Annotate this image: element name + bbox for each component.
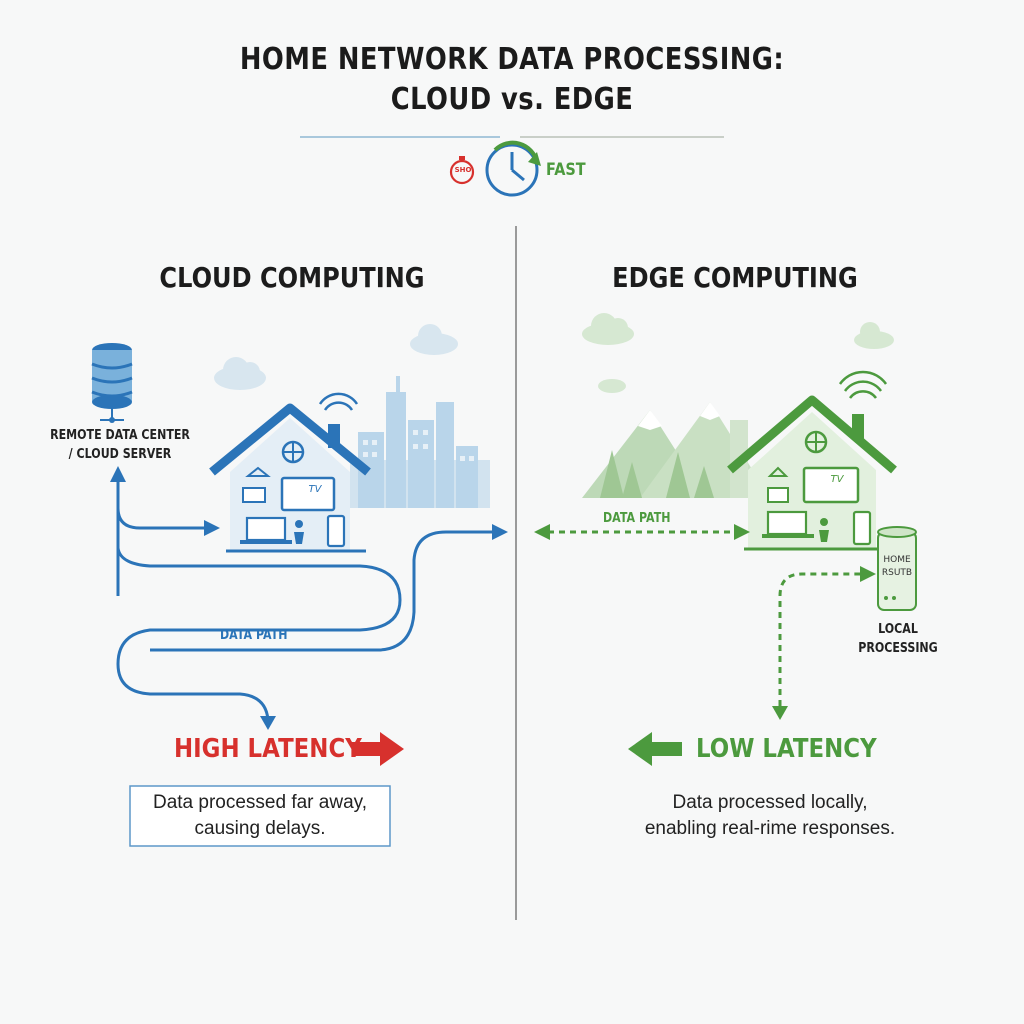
edge-description-line-2: enabling real-rime responses. [644,818,896,839]
cloud-path-label: DATA PATH [220,628,288,643]
edge-data-path [548,530,862,706]
arrow-right-icon [860,566,876,582]
hub-label: HOME RSUTB [878,554,916,580]
cloud-decoration-icon [214,324,458,390]
cloud-data-path [116,478,494,721]
local-processing-line-2: PROCESSING [858,641,938,656]
cloud-description-line-1: Data processed far away, [152,792,368,813]
city-skyline-icon [350,376,490,508]
cloud-house-icon [209,392,371,553]
database-server-icon [91,343,133,423]
edge-heading: EDGE COMPUTING [612,261,858,294]
server-label: REMOTE DATA CENTER / CLOUD SERVER [35,426,205,464]
cloud-decoration-icon [582,313,894,393]
low-latency-label: LOW LATENCY [696,734,877,764]
server-label-line-1: REMOTE DATA CENTER [50,428,190,443]
hub-label-line-1: HOME [883,555,911,565]
green-arrow-left-icon [628,732,682,766]
trees-icon [600,450,714,498]
arrow-right-icon [204,520,220,536]
cloud-description-line-2: causing delays. [194,818,326,839]
high-latency-label: HIGH LATENCY [174,734,362,764]
red-arrow-right-icon [352,732,404,766]
clock-icon [485,140,541,197]
stopwatch-icon [449,156,475,185]
arrow-up-icon [110,466,126,482]
arrow-right-icon [492,524,508,540]
arrow-right-icon [734,524,750,540]
edge-description: Data processed locally, enabling real-ri… [610,790,930,842]
title-line-1: HOME NETWORK DATA PROCESSING: [239,42,785,77]
slow-icon-label: SHO [454,166,472,174]
edge-house-icon [727,370,897,551]
home-hub-icon [877,526,917,611]
cloud-description: Data processed far away, causing delays. [130,790,390,842]
edge-path-label: DATA PATH [603,511,671,526]
edge-description-line-1: Data processed locally, [672,792,868,813]
hub-label-line-2: RSUTB [881,568,913,578]
cloud-description-box [129,785,391,847]
edge-tv-label: TV [830,474,844,485]
arrow-down-icon [260,716,276,730]
local-processing-line-1: LOCAL [878,622,918,637]
local-processing-label: LOCAL PROCESSING [847,620,949,658]
cloud-tv-label: TV [308,484,322,495]
arrow-down-icon [772,706,788,720]
arrow-left-icon [534,524,550,540]
cloud-heading: CLOUD COMPUTING [159,261,425,294]
server-label-line-2: / CLOUD SERVER [68,447,172,462]
fast-label: FAST [546,160,586,180]
title-line-2: CLOUD vs. EDGE [390,82,634,117]
